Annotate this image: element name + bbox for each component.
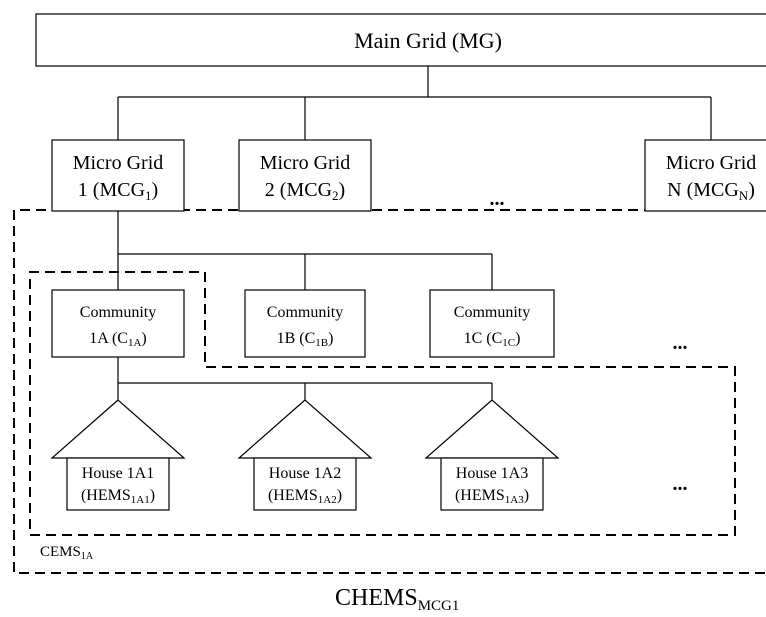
house-node-1a2: House 1A2 (HEMS1A2) xyxy=(237,399,373,511)
micro-grid-ellipsis: ... xyxy=(490,188,505,210)
main-grid-label: Main Grid (MG) xyxy=(354,28,502,53)
house-roof-icon xyxy=(237,399,373,459)
connection-lines xyxy=(117,66,712,400)
community-id: 1C (C1C) xyxy=(464,330,521,349)
cems-boundary xyxy=(29,271,736,536)
main-grid-node: Main Grid (MG) xyxy=(35,13,766,67)
micro-grid-box xyxy=(644,139,766,212)
house-node-1a1: House 1A1 (HEMS1A1) xyxy=(50,399,186,511)
main-grid-box xyxy=(35,13,766,67)
community-title: Community xyxy=(80,304,156,321)
community-title: Community xyxy=(454,304,530,321)
community-node-1a: Community 1A (C1A) xyxy=(51,289,185,358)
micro-grid-id: N (MCGN) xyxy=(667,179,755,203)
micro-grid-box xyxy=(51,139,185,212)
micro-grid-node-2: Micro Grid 2 (MCG2) xyxy=(238,139,372,212)
house-box xyxy=(440,457,544,511)
house-ellipsis: ... xyxy=(673,473,688,495)
micro-grid-id: 1 (MCG1) xyxy=(78,179,158,203)
community-title: Community xyxy=(267,304,343,321)
house-id: (HEMS1A2) xyxy=(268,487,342,506)
community-id: 1A (C1A) xyxy=(89,330,146,349)
community-box xyxy=(244,289,366,358)
house-title: House 1A3 xyxy=(456,465,528,482)
community-id: 1B (C1B) xyxy=(277,330,334,349)
micro-grid-title: Micro Grid xyxy=(73,152,164,174)
house-roof-icon xyxy=(424,399,560,459)
community-node-1b: Community 1B (C1B) xyxy=(244,289,366,358)
house-id: (HEMS1A3) xyxy=(455,487,529,506)
house-node-1a3: House 1A3 (HEMS1A3) xyxy=(424,399,560,511)
micro-grid-node-1: Micro Grid 1 (MCG1) xyxy=(51,139,185,212)
micro-grid-title: Micro Grid xyxy=(260,152,351,174)
community-box xyxy=(51,289,185,358)
micro-grid-id: 2 (MCG2) xyxy=(265,179,345,203)
house-title: House 1A2 xyxy=(269,465,341,482)
cems-label: CEMS1A xyxy=(40,544,94,562)
community-node-1c: Community 1C (C1C) xyxy=(429,289,555,358)
micro-grid-box xyxy=(238,139,372,212)
house-box xyxy=(253,457,357,511)
community-ellipsis: ... xyxy=(673,332,688,354)
house-box xyxy=(66,457,170,511)
house-roof-icon xyxy=(50,399,186,459)
chems-boundary xyxy=(13,209,766,574)
house-title: House 1A1 xyxy=(82,465,154,482)
house-id: (HEMS1A1) xyxy=(81,487,155,506)
micro-grid-node-n: Micro Grid N (MCGN) xyxy=(644,139,766,212)
chems-label: CHEMSMCG1 xyxy=(335,585,459,614)
micro-grid-title: Micro Grid xyxy=(666,152,757,174)
community-box xyxy=(429,289,555,358)
